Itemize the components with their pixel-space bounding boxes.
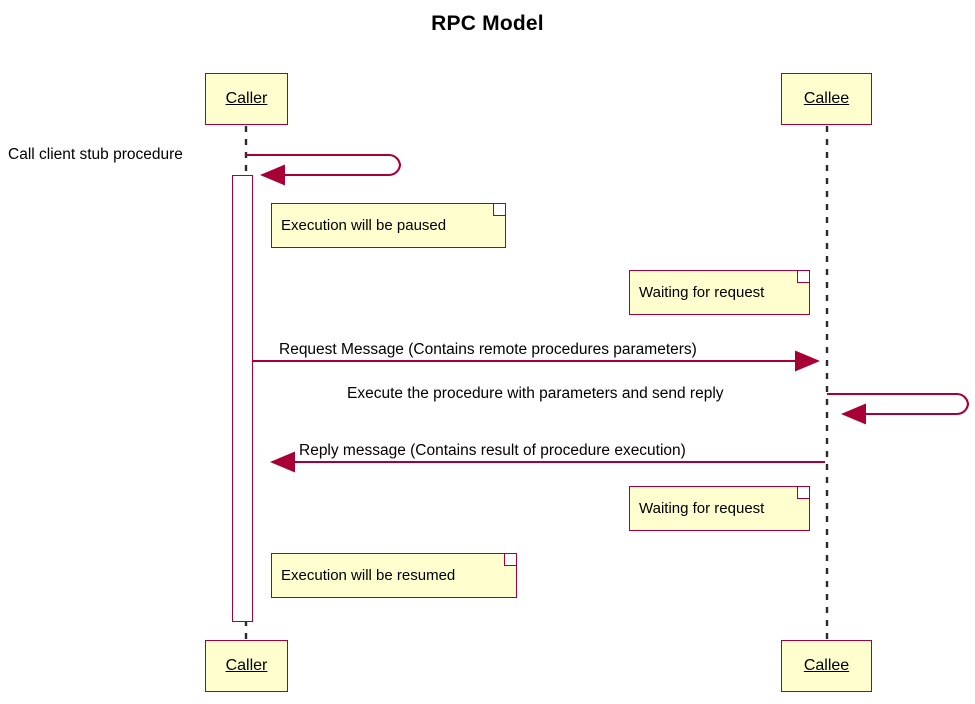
note-waiting-for-request-2: Waiting for request — [629, 486, 810, 531]
participant-label-caller-top: Caller — [225, 90, 268, 107]
note-fold-corner-icon — [504, 554, 516, 566]
message-label-call-client-stub: Call client stub procedure — [8, 146, 183, 163]
page-title: RPC Model — [431, 12, 544, 35]
participant-box-callee-top[interactable]: Callee — [781, 73, 872, 125]
participant-label-callee-top: Callee — [803, 90, 850, 107]
note-fold-corner-icon — [797, 487, 809, 499]
note-text: Waiting for request — [639, 284, 765, 301]
note-execution-paused: Execution will be paused — [271, 203, 506, 248]
note-fold-corner-icon — [797, 271, 809, 283]
message-label-execute-procedure: Execute the procedure with parameters an… — [347, 385, 724, 402]
note-text: Execution will be resumed — [281, 567, 456, 584]
activation-bar-caller — [232, 175, 253, 622]
participant-label-caller-bottom: Caller — [225, 657, 268, 674]
note-text: Execution will be paused — [281, 217, 447, 234]
participant-box-caller-bottom[interactable]: Caller — [205, 640, 288, 692]
note-waiting-for-request-1: Waiting for request — [629, 270, 810, 315]
participant-box-callee-bottom[interactable]: Callee — [781, 640, 872, 692]
message-label-request: Request Message (Contains remote procedu… — [279, 341, 697, 358]
message-label-reply: Reply message (Contains result of proced… — [299, 442, 686, 459]
self-call-arrow-callee — [827, 392, 970, 425]
note-text: Waiting for request — [639, 500, 765, 517]
note-fold-corner-icon — [493, 204, 505, 216]
note-execution-resumed: Execution will be resumed — [271, 553, 517, 598]
participant-label-callee-bottom: Callee — [803, 657, 850, 674]
self-call-arrow-caller — [246, 153, 402, 186]
participant-box-caller-top[interactable]: Caller — [205, 73, 288, 125]
